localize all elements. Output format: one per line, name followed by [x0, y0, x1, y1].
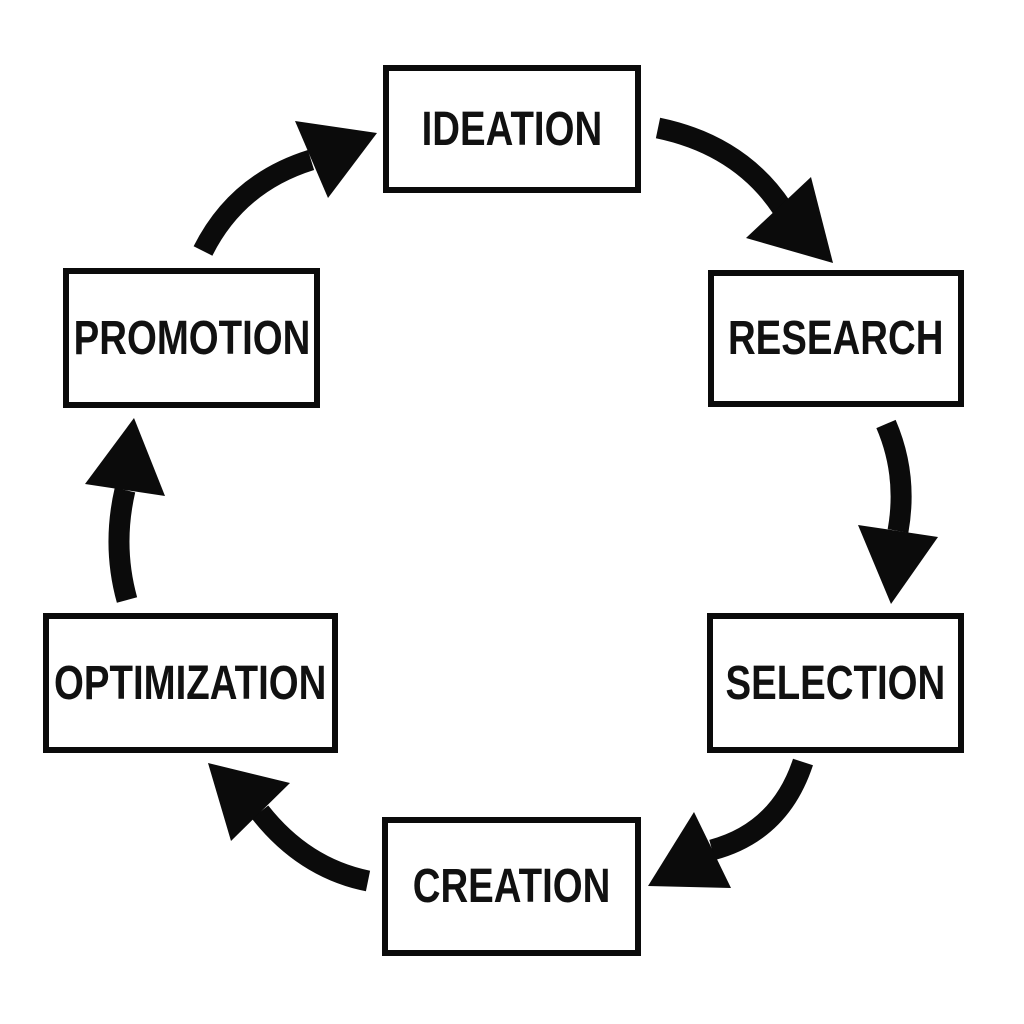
stage-box-promotion: PROMOTION: [63, 268, 320, 408]
stage-label-research: RESEARCH: [728, 312, 944, 365]
stage-box-creation: CREATION: [382, 817, 641, 956]
arrow-research-to-selection-icon: [858, 419, 938, 604]
stage-label-promotion: PROMOTION: [73, 311, 310, 365]
stage-box-selection: SELECTION: [707, 613, 964, 753]
stage-label-selection: SELECTION: [725, 656, 946, 710]
stage-label-ideation: IDEATION: [421, 102, 603, 156]
stage-label-creation: CREATION: [412, 860, 611, 913]
arrow-optimization-to-promotion-icon: [85, 418, 165, 603]
stage-box-optimization: OPTIMIZATION: [43, 613, 338, 753]
arrow-selection-to-creation-icon: [648, 758, 813, 888]
arrow-promotion-to-ideation-icon: [193, 121, 377, 256]
stage-label-optimization: OPTIMIZATION: [54, 656, 327, 710]
arrow-creation-to-optimization-icon: [208, 763, 371, 892]
stage-box-ideation: IDEATION: [383, 65, 641, 193]
arrow-ideation-to-research-icon: [655, 117, 833, 263]
stage-box-research: RESEARCH: [708, 270, 964, 407]
